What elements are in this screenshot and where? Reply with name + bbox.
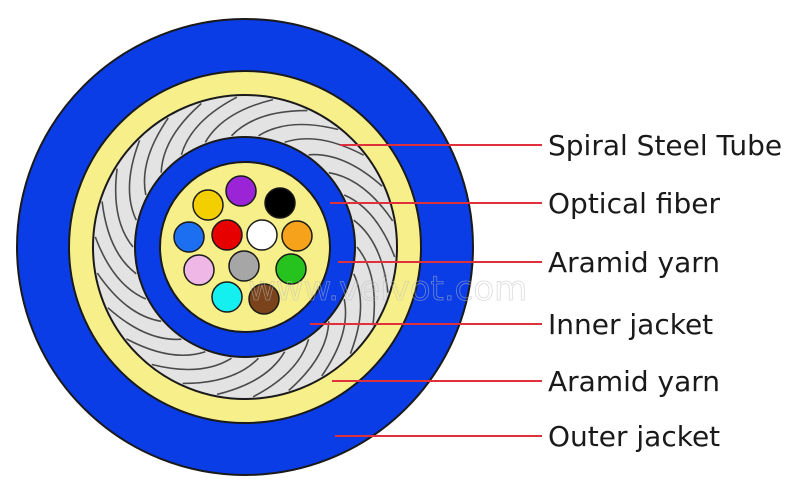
leader-lines — [310, 144, 542, 437]
label-spiral-steel-tube: Spiral Steel Tube — [548, 129, 782, 162]
steel-spiral-stroke — [160, 102, 202, 173]
steel-spiral-stroke — [252, 338, 310, 398]
steel-spiral-stroke — [151, 357, 232, 371]
steel-spiral-stroke — [107, 307, 182, 341]
steel-spiral-stroke — [230, 109, 308, 137]
optical-fiber — [211, 281, 243, 313]
optical-fiber — [225, 175, 257, 207]
steel-spiral-stroke — [143, 117, 169, 196]
steel-spiral-stroke — [288, 321, 330, 392]
steel-spiral-stroke — [128, 140, 141, 221]
optical-fiber — [211, 219, 243, 251]
optical-fiber — [228, 250, 260, 282]
optical-fiber — [173, 221, 205, 253]
steel-spiral-stroke — [343, 194, 396, 258]
steel-spiral-stroke — [182, 357, 260, 385]
steel-spiral-stroke — [180, 96, 238, 156]
steel-spiral-stroke — [94, 236, 147, 300]
steel-spiral-stroke — [353, 219, 389, 293]
steel-spiral-stroke — [284, 137, 365, 156]
label-aramid-yarn-inner: Aramid yarn — [548, 246, 720, 279]
steel-spiral-stroke — [328, 171, 394, 222]
label-aramid-yarn-outer: Aramid yarn — [548, 365, 720, 398]
labels: Spiral Steel Tube Optical fiber Aramid y… — [548, 129, 782, 453]
optical-fiber — [192, 189, 224, 221]
label-optical-fiber: Optical fiber — [548, 187, 720, 220]
steel-spiral-stroke — [96, 272, 162, 323]
steel-spiral-stroke — [308, 153, 383, 187]
steel-spiral-stroke — [114, 168, 134, 248]
steel-spiral-stroke — [125, 338, 206, 357]
steel-spiral-stroke — [216, 351, 286, 396]
optical-fiber — [248, 283, 280, 315]
watermark: www.veivot.com — [248, 269, 527, 309]
steel-spiral-strokes — [94, 96, 396, 398]
steel-spiral-stroke — [101, 201, 137, 275]
label-inner-jacket: Inner jacket — [548, 308, 713, 341]
optical-fiber — [246, 219, 278, 251]
steel-spiral-stroke — [349, 273, 362, 354]
optical-fiber — [264, 187, 296, 219]
steel-spiral-stroke — [204, 98, 274, 143]
optical-fiber — [281, 220, 313, 252]
optical-fiber — [275, 253, 307, 285]
optical-fiber-bundle — [173, 175, 313, 315]
steel-spiral-stroke — [356, 246, 376, 326]
optical-fiber — [183, 254, 215, 286]
steel-spiral-stroke — [321, 298, 347, 377]
steel-spiral-stroke — [258, 123, 339, 137]
label-outer-jacket: Outer jacket — [548, 420, 720, 453]
